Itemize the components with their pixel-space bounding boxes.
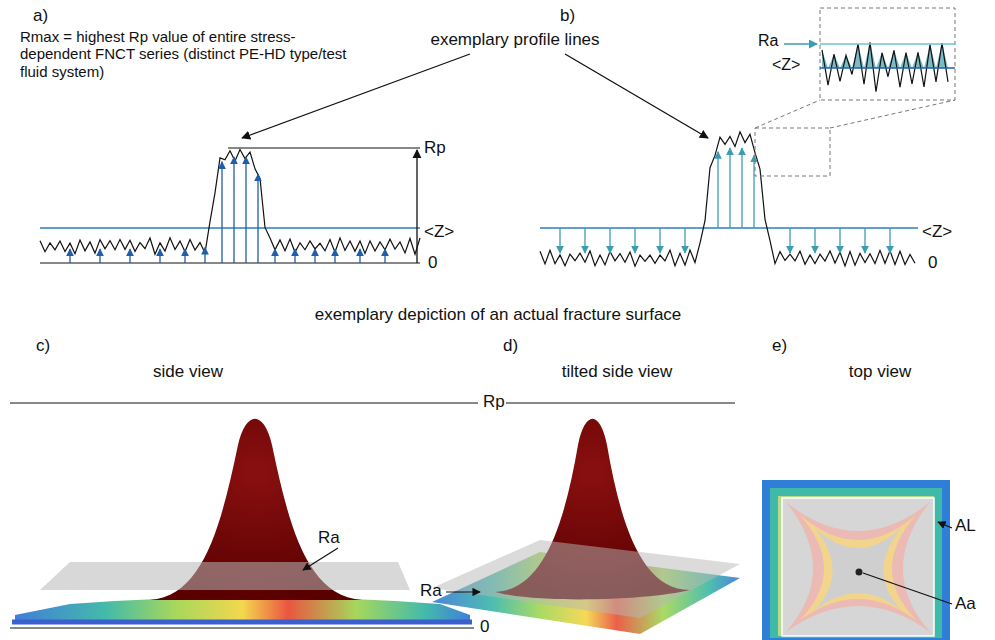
height-arrow bbox=[294, 249, 295, 263]
label-text: Aa bbox=[955, 594, 976, 614]
height-arrow bbox=[741, 148, 742, 228]
label-text: Rp bbox=[424, 138, 446, 158]
label-text: side view bbox=[153, 362, 223, 382]
top-band bbox=[778, 496, 934, 636]
height-arrow bbox=[359, 249, 360, 263]
height-arrow bbox=[384, 249, 385, 263]
zoom-line bbox=[830, 100, 955, 128]
pointer-arrow bbox=[242, 54, 470, 138]
height-arrow bbox=[559, 228, 560, 253]
ra-arrow bbox=[784, 43, 817, 45]
center-dot bbox=[856, 569, 863, 576]
height-arrow bbox=[814, 228, 815, 253]
label-text: top view bbox=[849, 362, 911, 382]
label-text: 0 bbox=[928, 253, 937, 273]
inset-box bbox=[820, 8, 955, 100]
height-arrow bbox=[659, 228, 660, 253]
star-pattern bbox=[815, 528, 901, 610]
zero-line bbox=[40, 263, 420, 264]
label-text: tilted side view bbox=[562, 362, 673, 382]
height-arrow bbox=[274, 249, 275, 263]
height-arrow bbox=[159, 249, 160, 263]
height-arrow bbox=[257, 174, 258, 263]
al-arrow bbox=[938, 522, 952, 528]
label-text: b) bbox=[560, 6, 575, 26]
label-text: c) bbox=[36, 336, 50, 356]
profile-line bbox=[822, 42, 948, 91]
height-arrow bbox=[99, 249, 100, 263]
label-text: e) bbox=[772, 336, 787, 356]
label-text: Ra bbox=[758, 32, 778, 50]
zoom-line bbox=[755, 100, 820, 128]
mean-line bbox=[820, 67, 955, 69]
note-text: Rmax = highest Rp value of entire stress… bbox=[20, 28, 365, 80]
profile-a bbox=[40, 149, 420, 263]
zoom-box bbox=[755, 128, 830, 176]
star-pattern bbox=[800, 515, 916, 620]
pointer-arrow bbox=[565, 54, 708, 138]
height-arrow bbox=[753, 155, 754, 228]
surface-edge bbox=[12, 620, 472, 625]
rp-line bbox=[506, 403, 735, 404]
ra-plane bbox=[40, 562, 410, 590]
ra-plane bbox=[432, 540, 740, 618]
height-arrow bbox=[334, 249, 335, 263]
label-text: 0 bbox=[428, 253, 437, 273]
label-text: a) bbox=[33, 6, 48, 26]
height-arrow bbox=[609, 228, 610, 253]
label-text: <Z> bbox=[424, 222, 454, 242]
ra-arrow bbox=[446, 591, 480, 592]
top-band bbox=[770, 488, 942, 638]
height-arrow bbox=[221, 162, 222, 263]
mean-line bbox=[40, 227, 420, 228]
height-arrow bbox=[129, 249, 130, 263]
aa-leader bbox=[863, 573, 952, 604]
height-arrow bbox=[864, 228, 865, 253]
rp-line bbox=[228, 148, 420, 149]
height-arrow bbox=[69, 249, 70, 263]
inset-profile bbox=[822, 42, 948, 91]
height-arrow bbox=[634, 228, 635, 253]
label-text: Ra bbox=[318, 528, 340, 548]
label-text: exemplary depiction of an actual fractur… bbox=[315, 305, 682, 325]
height-arrow bbox=[584, 228, 585, 253]
label-text: d) bbox=[503, 336, 518, 356]
profile-line bbox=[540, 132, 915, 266]
star-pattern bbox=[786, 502, 930, 632]
label-text: Rp bbox=[483, 392, 505, 412]
height-arrow bbox=[839, 228, 840, 253]
zero-line bbox=[10, 628, 474, 629]
height-arrow bbox=[314, 249, 315, 263]
label-text: <Z> bbox=[772, 56, 800, 74]
height-arrow bbox=[729, 148, 730, 228]
label-text: 0 bbox=[480, 617, 489, 637]
height-arrow bbox=[184, 249, 185, 263]
label-text: <Z> bbox=[922, 222, 952, 242]
mean-line bbox=[540, 227, 918, 228]
height-arrow bbox=[889, 228, 890, 253]
ra-line bbox=[820, 43, 955, 45]
height-arrow bbox=[245, 157, 246, 263]
height-arrow bbox=[789, 228, 790, 253]
profile-line bbox=[40, 149, 420, 254]
height-arrow bbox=[717, 152, 718, 228]
label-text: exemplary profile lines bbox=[430, 30, 599, 50]
label-text: AL bbox=[955, 516, 976, 536]
height-arrow bbox=[204, 248, 205, 263]
profile-b bbox=[540, 132, 915, 266]
label-text: Ra bbox=[420, 581, 442, 601]
top-surface bbox=[762, 480, 950, 640]
area-la bbox=[782, 498, 934, 636]
rp-line bbox=[10, 403, 478, 404]
height-arrow bbox=[233, 157, 234, 263]
ra-arrow bbox=[303, 548, 338, 570]
height-arrow bbox=[684, 228, 685, 253]
